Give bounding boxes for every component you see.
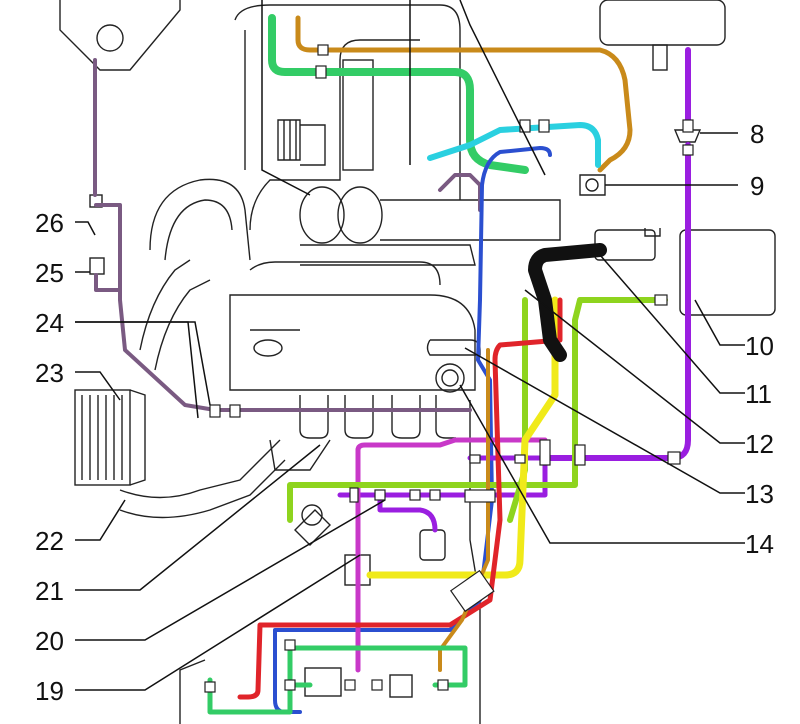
label-19: 19 [35,676,64,706]
label-10: 10 [745,331,774,361]
hose-magenta [355,437,548,673]
label-23: 23 [35,358,64,388]
hose-green-bottom [207,645,468,715]
label-13: 13 [745,479,774,509]
hose-black [528,243,607,362]
label-24: 24 [35,308,64,338]
label-14: 14 [745,529,774,559]
vacuum-hoses [93,14,691,715]
hose-mauve-25 [94,273,122,292]
part-number-labels: 8 9 10 11 12 13 14 19 20 21 22 23 24 25 … [35,119,774,706]
hose-blue [273,146,552,714]
hose-yellow [366,296,559,579]
label-21: 21 [35,576,64,606]
hose-cyan [427,122,601,168]
leader-lines [75,0,745,691]
label-8: 8 [750,119,764,149]
engine-outline [59,0,776,724]
label-26: 26 [35,208,64,238]
hose-red [237,297,563,700]
label-12: 12 [745,429,774,459]
hose-connectors [204,44,694,693]
label-9: 9 [750,171,764,201]
label-11: 11 [745,379,772,409]
hose-brown-lower [438,348,490,672]
hose-green-top [268,14,529,174]
label-25: 25 [35,258,64,288]
label-22: 22 [35,526,64,556]
label-20: 20 [35,626,64,656]
hose-brown-top [295,15,633,173]
